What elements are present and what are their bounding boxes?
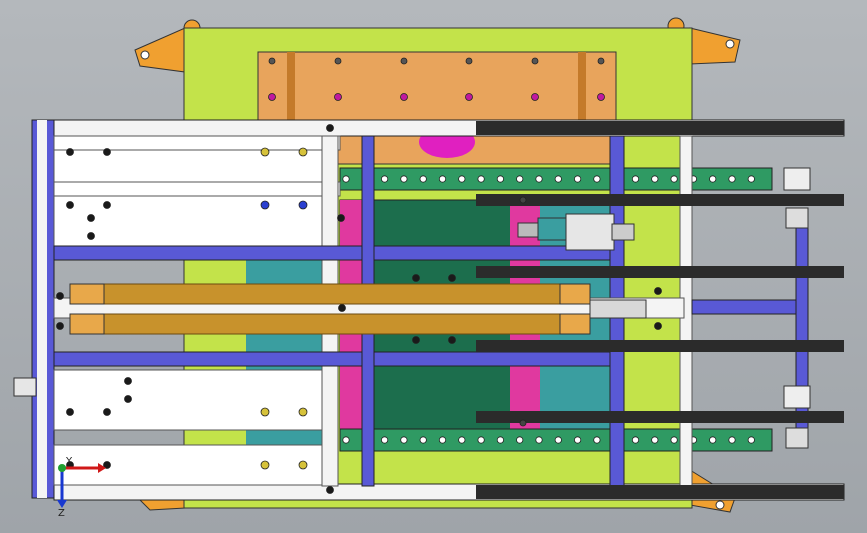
hole [728,175,736,183]
hole [298,147,308,157]
hole [326,124,334,132]
hole [709,436,717,444]
holes [56,57,662,494]
hole [597,57,605,65]
hole [519,419,527,427]
hole [334,57,342,65]
hole [87,214,95,222]
hole [56,322,64,330]
coordinate-triad-icon: Y Z [57,456,106,519]
hole [66,408,74,416]
hole [103,148,111,156]
hole [531,93,539,101]
hole [268,57,276,65]
hole [465,93,473,101]
hole [554,436,562,444]
hole [298,460,308,470]
hole [342,175,350,183]
hole [670,175,678,183]
black-rails [476,121,844,499]
hole [260,460,270,470]
hole [651,436,659,444]
hole [124,395,132,403]
hole [593,436,601,444]
hole [337,214,345,222]
hole [573,436,582,444]
hole [260,147,270,157]
hole [66,148,74,156]
hole [747,436,755,444]
axis-y-label: Y [65,456,73,467]
hole [654,322,662,330]
hole [477,175,485,183]
hole [465,57,473,65]
hole [342,436,350,444]
mounting-ears [134,17,741,513]
hole [670,436,678,444]
hole [87,232,95,240]
hole [260,200,270,210]
hole [516,175,524,183]
hole [516,436,524,444]
hole [400,436,408,444]
hole [535,436,543,444]
hole [260,407,270,417]
hole [519,196,527,204]
hole [103,201,111,209]
hole [380,175,389,183]
hole [268,93,276,101]
hole [573,175,582,183]
hole [66,201,74,209]
hole [458,436,466,444]
hole [535,175,543,183]
hole [728,436,736,444]
hole [496,436,504,444]
hole [400,175,408,183]
hole [338,304,346,312]
hole [448,274,456,282]
cylinder-rods [69,283,647,335]
hole [400,57,408,65]
hole [448,336,456,344]
hole [103,461,111,469]
hole [419,175,427,183]
hole [651,175,659,183]
fittings [783,167,811,449]
hole [419,436,427,444]
hole [654,287,662,295]
hole [380,436,389,444]
hole [334,93,342,101]
axis-z-label: Z [58,508,65,519]
hole [593,175,601,183]
hole [477,436,485,444]
hole [298,200,308,210]
hole [56,292,64,300]
hole [124,377,132,385]
hole [400,93,408,101]
hole [458,175,466,183]
hole [554,175,562,183]
hole [631,436,640,444]
hole [631,175,640,183]
hole [438,175,447,183]
hole [438,436,447,444]
hole [531,57,539,65]
hole [298,407,308,417]
hole [412,336,420,344]
hole [326,486,334,494]
hole [709,175,717,183]
hole [496,175,504,183]
hole [103,408,111,416]
hole [412,274,420,282]
hole [597,93,605,101]
hole [747,175,755,183]
small-cylinder [517,213,635,251]
